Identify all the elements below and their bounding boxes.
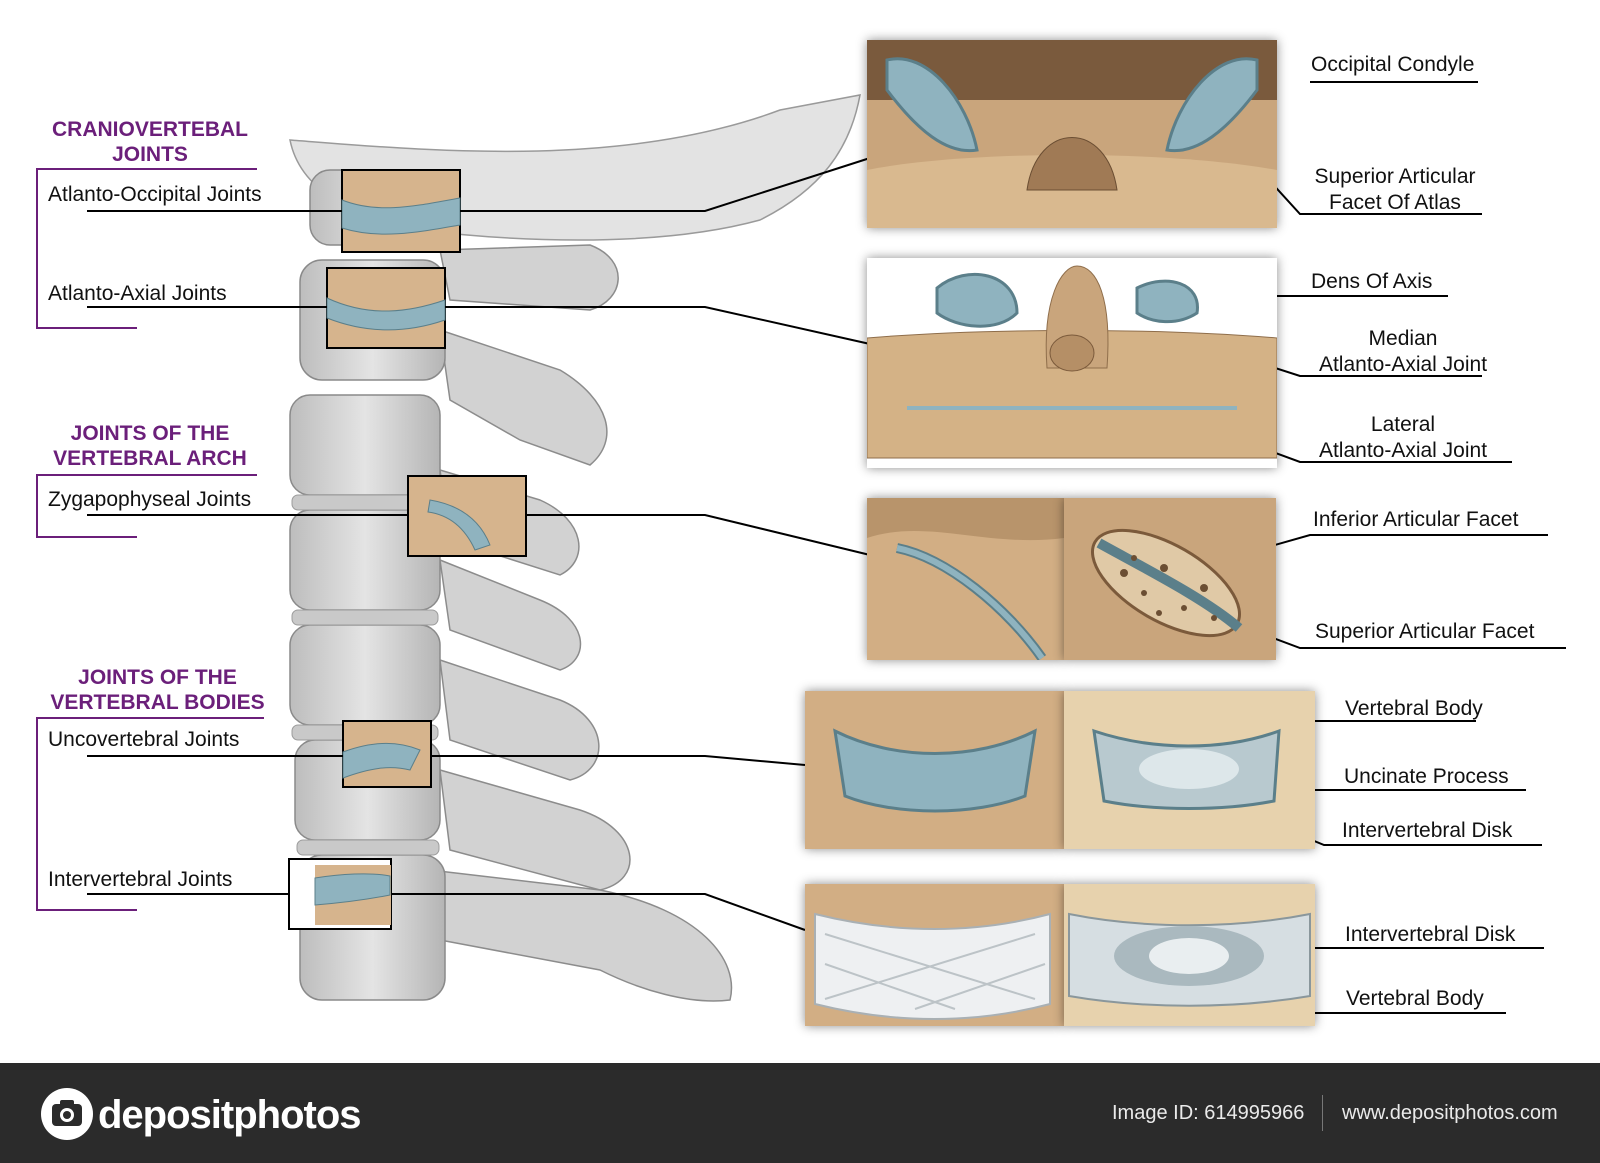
label-inferior-articular-facet: Inferior Articular Facet — [1313, 508, 1519, 531]
vertebra-c5 — [289, 624, 441, 726]
panel-intervertebral-right — [1064, 884, 1315, 1026]
label-intervertebral-disk-lower: Intervertebral Disk — [1345, 923, 1516, 946]
label-zygapophyseal-joints: Zygapophyseal Joints — [48, 488, 252, 511]
footer-divider — [1322, 1095, 1323, 1131]
panel-intervertebral-left — [805, 884, 1064, 1026]
label-occipital-condyle: Occipital Condyle — [1311, 53, 1475, 76]
camera-icon — [41, 1088, 93, 1140]
label-dens-of-axis: Dens Of Axis — [1311, 270, 1433, 293]
spinous-c2 — [439, 328, 608, 466]
spinous-c7 — [429, 869, 733, 1002]
spinous-c6 — [439, 768, 631, 891]
highlight-uncovertebral — [342, 720, 432, 788]
panel-atlanto-axial — [867, 258, 1277, 468]
highlight-atlanto-occipital — [341, 169, 461, 253]
highlight-zygapophyseal — [407, 475, 527, 557]
group-vertebral-arch-heading: JOINTS OF THE VERTEBRAL ARCH — [53, 422, 247, 471]
panel-facet-right — [1064, 498, 1276, 660]
panel-uncovertebral-right — [1064, 691, 1315, 849]
label-intervertebral-joints: Intervertebral Joints — [48, 868, 233, 891]
highlight-atlanto-axial — [326, 267, 446, 349]
panel-facet-left — [867, 498, 1064, 660]
label-uncinate-process: Uncinate Process — [1344, 765, 1509, 788]
label-atlanto-axial-joints: Atlanto-Axial Joints — [48, 282, 227, 305]
label-vertebral-body-upper: Vertebral Body — [1345, 697, 1483, 720]
brand-logo-text: depositphotos — [98, 1093, 362, 1137]
group-craniovertebral-heading: CRANIOVERTEBAL JOINTS — [51, 118, 248, 167]
footer-url[interactable]: www.depositphotos.com — [1342, 1102, 1558, 1124]
label-superior-articular-facet-of-atlas: Superior Articular Facet Of Atlas — [1314, 165, 1476, 214]
label-vertebral-body-lower: Vertebral Body — [1346, 987, 1484, 1010]
panel-occipital-condyle — [867, 40, 1277, 228]
label-superior-articular-facet: Superior Articular Facet — [1315, 620, 1535, 643]
image-id: Image ID: 614995966 — [1112, 1102, 1305, 1124]
label-atlanto-occipital-joints: Atlanto-Occipital Joints — [48, 183, 262, 206]
highlight-intervertebral — [288, 858, 392, 930]
spinous-c4 — [439, 558, 582, 671]
group-vertebral-bodies-heading: JOINTS OF THE VERTEBRAL BODIES — [50, 666, 265, 715]
label-uncovertebral-joints: Uncovertebral Joints — [48, 728, 240, 751]
label-lateral-atlanto-axial-joint: Lateral Atlanto-Axial Joint — [1318, 413, 1488, 462]
spinous-c1 — [439, 244, 619, 311]
label-median-atlanto-axial-joint: Median Atlanto-Axial Joint — [1318, 327, 1488, 376]
panel-uncovertebral-left — [805, 691, 1064, 849]
footer-bar: depositphotos Image ID: 614995966 www.de… — [0, 1063, 1600, 1163]
spinous-c5 — [439, 658, 600, 781]
label-intervertebral-disk-upper: Intervertebral Disk — [1342, 819, 1513, 842]
cervical-spine-illustration — [36, 81, 1566, 1014]
